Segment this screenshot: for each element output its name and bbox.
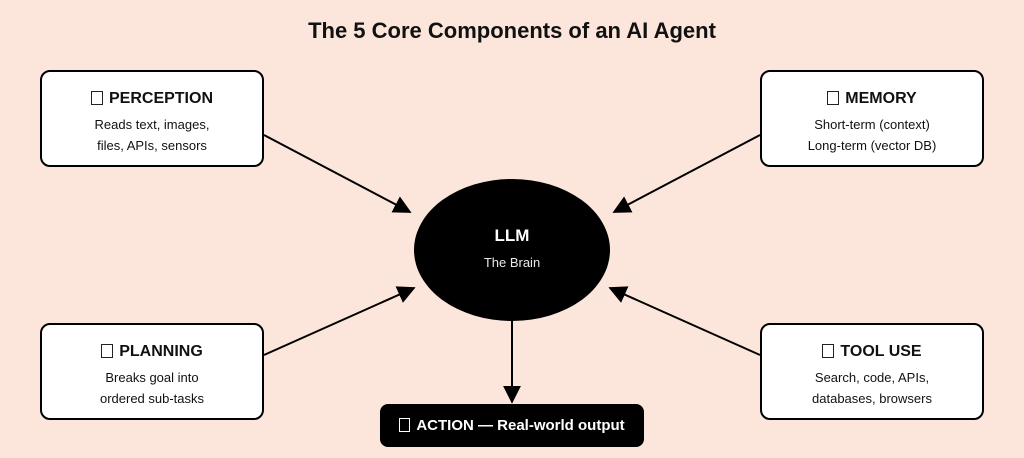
- tool-use-box: TOOL USE Search, code, APIs, databases, …: [760, 323, 984, 420]
- planning-line-2: ordered sub-tasks: [99, 391, 205, 406]
- arrow-memory-to-llm: [612, 134, 761, 213]
- arrow-tool-use-to-llm: [608, 286, 761, 356]
- tool-use-icon: [822, 344, 835, 358]
- memory-label: MEMORY: [845, 90, 917, 107]
- arrow-planning-to-llm: [263, 286, 416, 356]
- action-icon: [399, 418, 411, 432]
- action-label: ACTION — Real-world output: [416, 417, 625, 434]
- planning-line-1: Breaks goal into: [105, 370, 199, 385]
- planning-icon: [101, 344, 114, 358]
- perception-label: PERCEPTION: [108, 90, 213, 107]
- perception-line-1: Reads text, images,: [94, 117, 210, 132]
- llm-subtitle: The Brain: [483, 255, 541, 270]
- llm-title: LLM: [494, 226, 530, 245]
- planning-label: PLANNING: [119, 343, 203, 360]
- memory-line-1: Short-term (context): [814, 117, 930, 132]
- diagram-title: The 5 Core Components of an AI Agent: [308, 18, 716, 43]
- action-box: ACTION — Real-world output: [380, 404, 644, 447]
- memory-box: MEMORY Short-term (context) Long-term (v…: [760, 70, 984, 167]
- memory-icon: [827, 91, 840, 105]
- tool-use-label: TOOL USE: [840, 343, 922, 360]
- perception-line-2: files, APIs, sensors: [97, 138, 207, 153]
- memory-line-2: Long-term (vector DB): [807, 138, 937, 153]
- tool-use-line-2: databases, browsers: [812, 391, 932, 406]
- perception-box: PERCEPTION Reads text, images, files, AP…: [40, 70, 264, 167]
- llm-label: LLM The Brain: [414, 226, 610, 270]
- perception-icon: [90, 91, 103, 105]
- arrow-perception-to-llm: [263, 134, 412, 213]
- planning-box: PLANNING Breaks goal into ordered sub-ta…: [40, 323, 264, 420]
- llm-ellipse: [414, 179, 610, 321]
- tool-use-line-1: Search, code, APIs,: [814, 370, 930, 385]
